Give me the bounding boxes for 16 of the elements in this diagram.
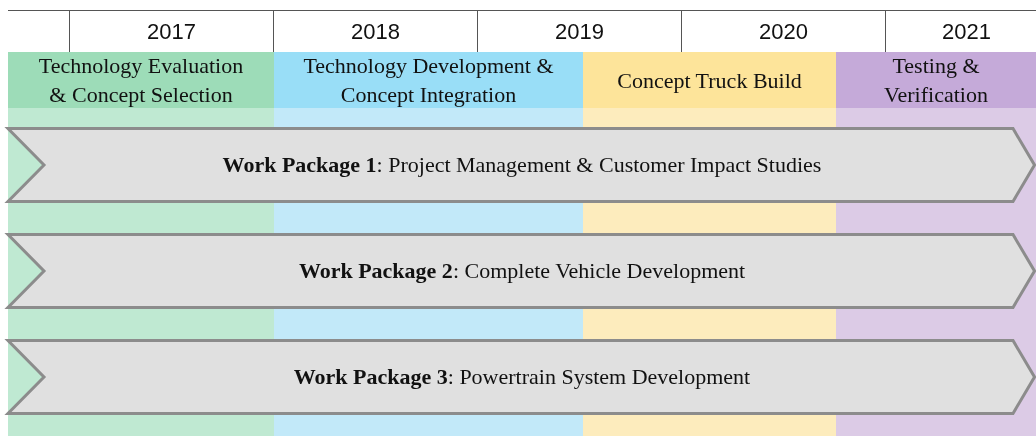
year-label: 2020 [759, 18, 808, 45]
phase-header [8, 52, 274, 108]
year-label: 2021 [942, 18, 991, 45]
phase-title: Technology Development & Concept Integration [302, 52, 555, 109]
phase-header [274, 52, 583, 108]
work-package-label: Work Package 1: Project Management & Customer Impact Studies [222, 152, 822, 178]
phase-header [583, 52, 836, 108]
phase-title: Technology Evaluation & Concept Selection [37, 52, 245, 109]
year-label: 2019 [555, 18, 604, 45]
phase-title: Concept Truck Build [617, 66, 802, 95]
phase-title: Testing & Verification [883, 52, 989, 109]
year-label: 2017 [147, 18, 196, 45]
year-label: 2018 [351, 18, 400, 45]
phase-header [836, 52, 1036, 108]
work-package-label: Work Package 2: Complete Vehicle Development [298, 258, 746, 284]
work-package-label: Work Package 3: Powertrain System Development [293, 364, 751, 390]
